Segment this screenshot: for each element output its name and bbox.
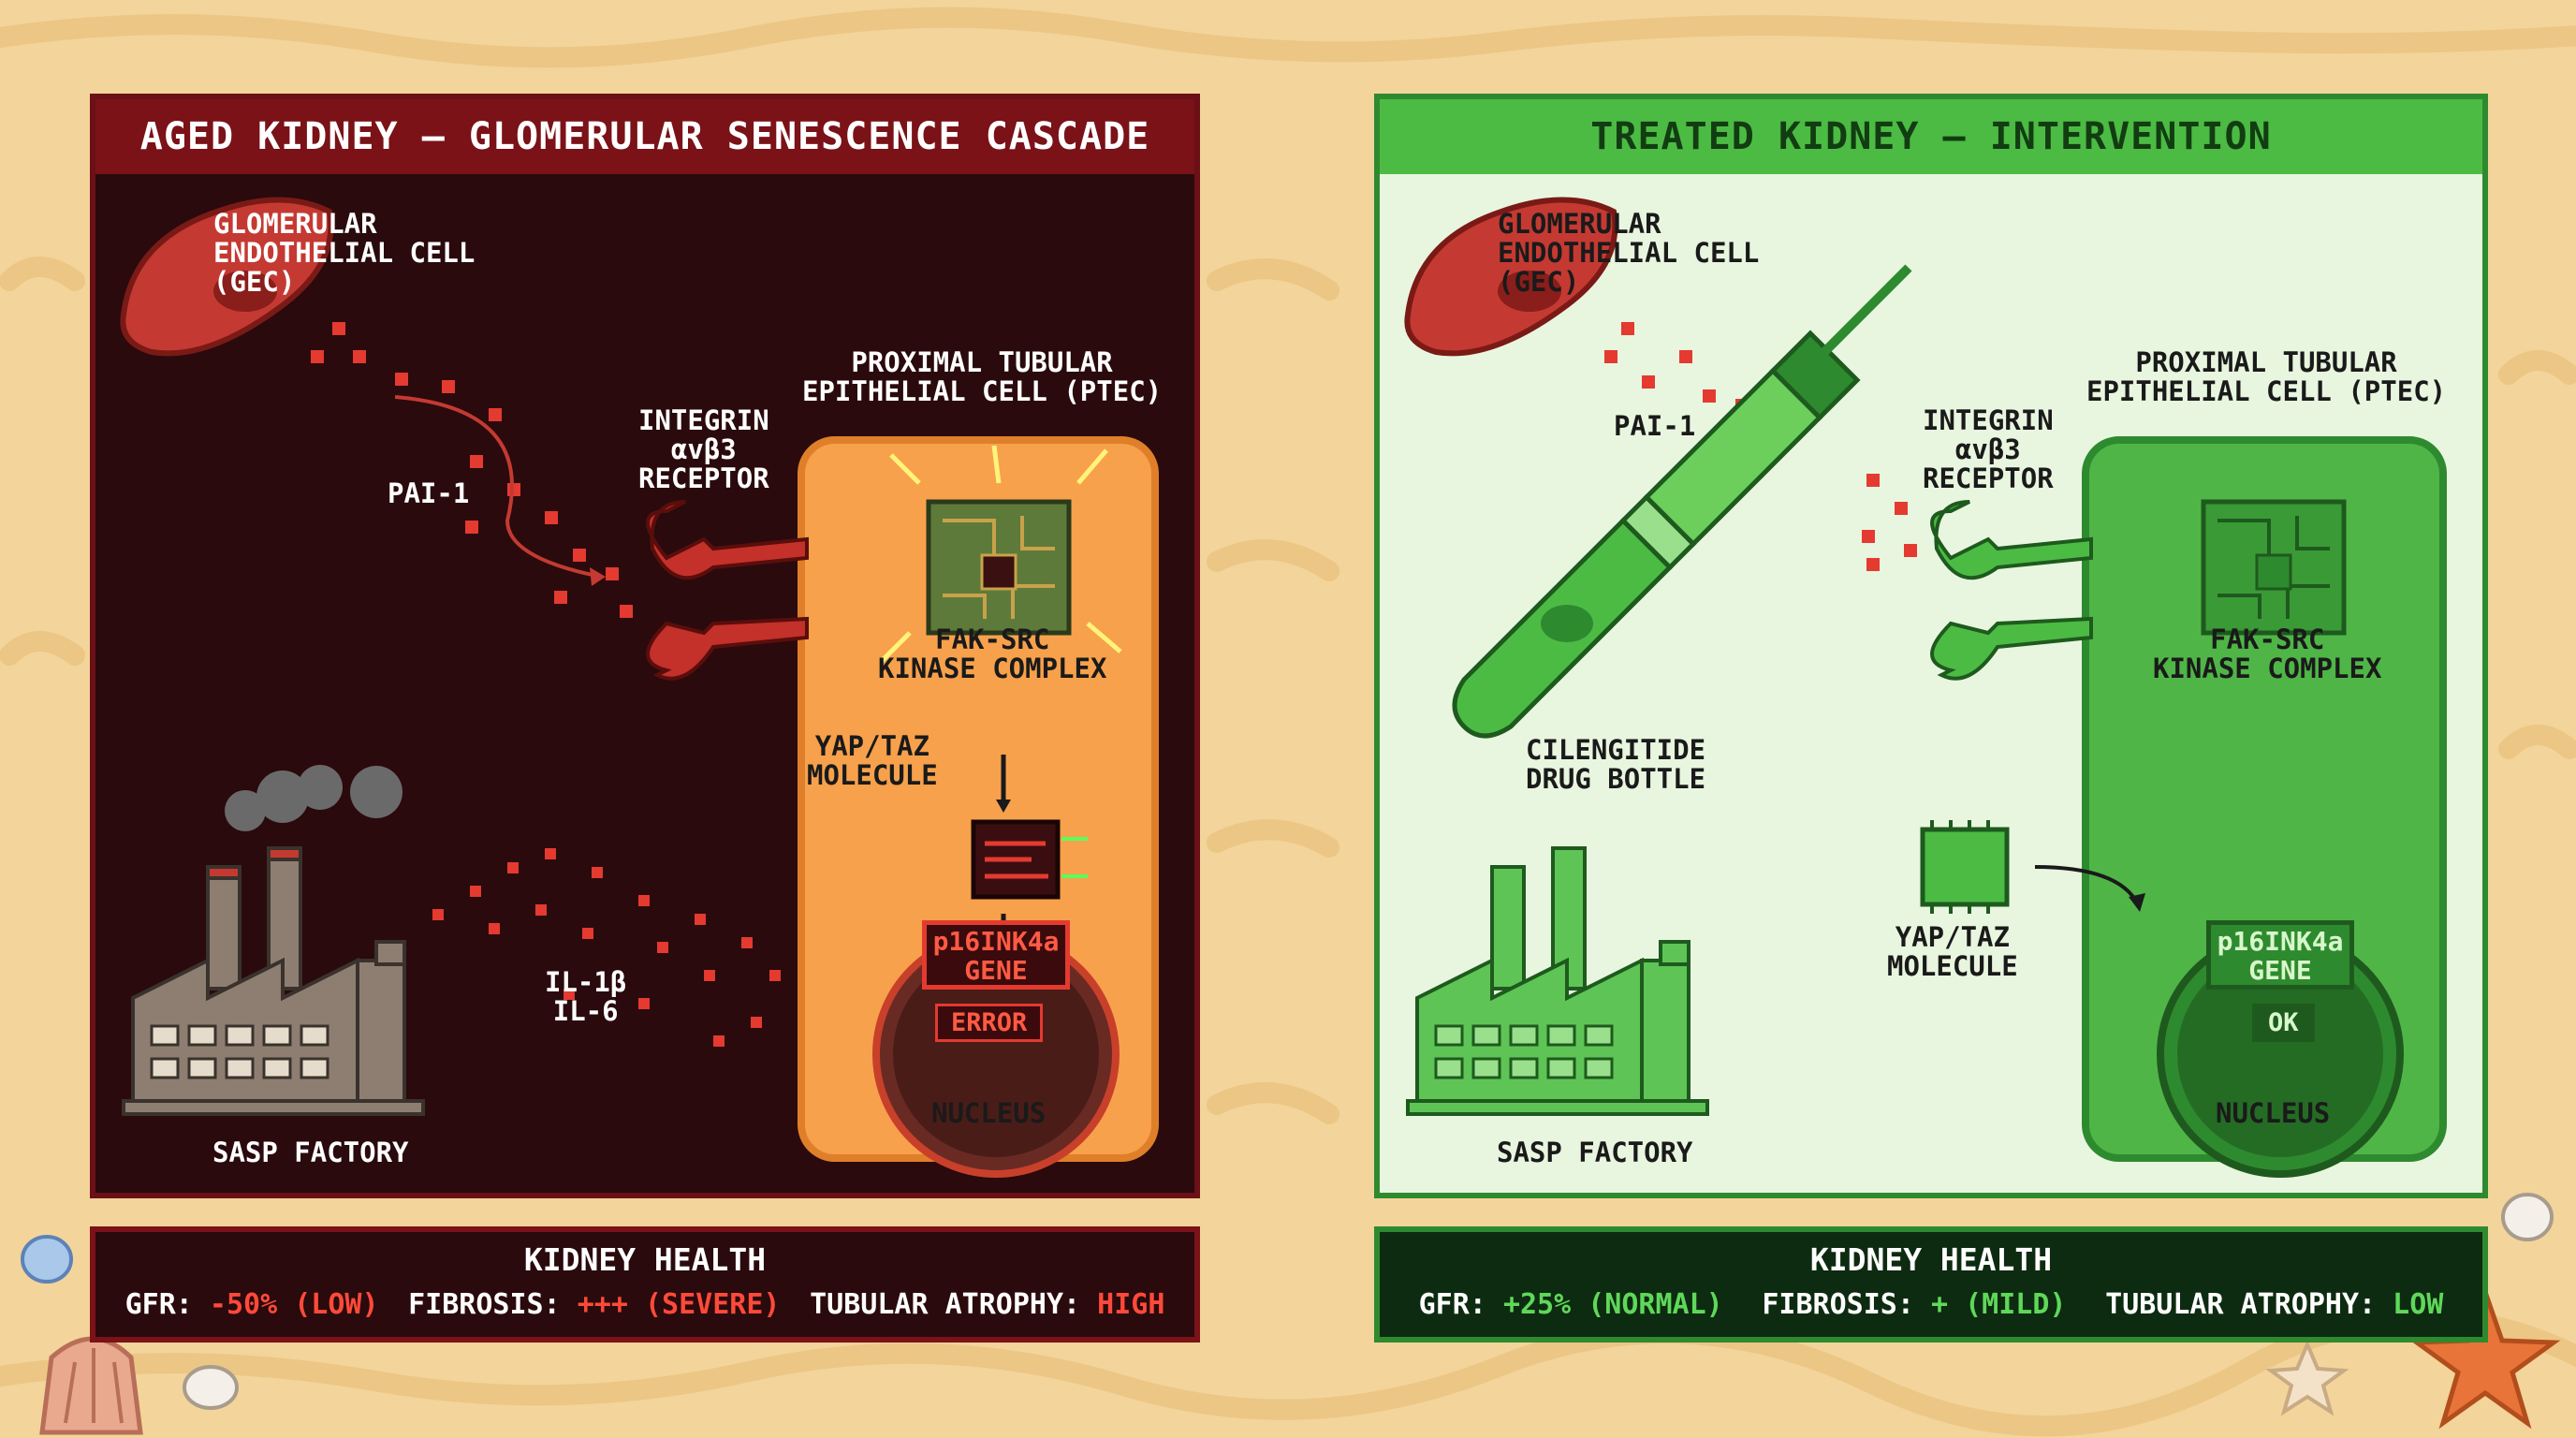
cytokine-particles [432,848,781,1047]
yap-taz-chip-icon [971,819,1088,900]
p16-gene-box: p16INK4a GENE [2206,920,2354,990]
treated-kidney-panel: TREATED KIDNEY – INTERVENTION [1374,94,2488,1198]
treated-kidney-health-bar: KIDNEY HEALTH GFR: +25% (NORMAL) FIBROSI… [1374,1226,2488,1343]
integrin-label: INTEGRIN αvβ3 RECEPTOR [638,404,769,494]
pai1-label: PAI-1 [1614,410,1696,442]
gec-label: GLOMERULAR ENDOTHELIAL CELL (GEC) [213,208,476,298]
nucleus-icon [872,931,1120,1178]
aged-diagram [120,197,1122,1178]
sasp-label: SASP FACTORY [1497,1137,1693,1168]
fak-src-chip-icon [2201,499,2347,636]
pai1-arrow [394,395,602,579]
panel-title: TREATED KIDNEY – INTERVENTION [1380,99,2482,174]
ptec-label: PROXIMAL TUBULAR EPITHELIAL CELL (PTEC) [2086,346,2447,407]
fak-label: FAK-SRC KINASE COMPLEX [2153,624,2382,684]
gene-error-badge: ERROR [935,1004,1044,1042]
treated-diagram [1404,197,2404,1178]
yap-label: YAP/TAZ MOLECULE [807,730,938,791]
pai1-label: PAI-1 [388,477,470,509]
health-title: KIDNEY HEALTH [1809,1241,2053,1278]
fibrosis-metric: FIBROSIS: + (MILD) [1762,1288,2067,1321]
gfr-metric: GFR: -50% (LOW) [124,1288,379,1321]
yap-taz-chip-icon [1920,820,2010,914]
signal-arrow [2034,865,2140,905]
atrophy-metric: TUBULAR ATROPHY: LOW [2105,1288,2444,1321]
gec-cell-icon [1404,197,1618,357]
seashell-icon [39,1336,143,1435]
integrin-receptor-icon [646,500,809,681]
ptec-label: PROXIMAL TUBULAR EPITHELIAL CELL (PTEC) [802,346,1163,407]
gene-ok-badge: OK [2252,1004,2315,1042]
gec-cell-icon [120,197,334,357]
integrin-receptor-icon [1930,500,2093,681]
gec-label: GLOMERULAR ENDOTHELIAL CELL (GEC) [1498,208,1760,298]
gfr-metric: GFR: +25% (NORMAL) [1418,1288,1723,1321]
fak-src-chip-icon [880,445,1122,663]
cilengitide-syringe-icon [1452,264,1912,739]
nucleus-label: NUCLEUS [2216,1097,2331,1129]
sasp-factory-icon [1406,846,1709,1116]
nucleus-label: NUCLEUS [931,1097,1046,1129]
pai1-particles [311,322,633,618]
yap-label: YAP/TAZ MOLECULE [1887,921,2018,982]
sasp-label: SASP FACTORY [212,1137,409,1168]
aged-kidney-health-bar: KIDNEY HEALTH GFR: -50% (LOW) FIBROSIS: … [90,1226,1200,1343]
atrophy-metric: TUBULAR ATROPHY: HIGH [810,1288,1165,1321]
health-title: KIDNEY HEALTH [523,1241,767,1278]
panel-title: AGED KIDNEY – GLOMERULAR SENESCENCE CASC… [95,99,1194,174]
drug-label: CILENGITIDE DRUG BOTTLE [1526,734,1706,795]
integrin-label: INTEGRIN αvβ3 RECEPTOR [1923,404,2054,494]
aged-kidney-panel: AGED KIDNEY – GLOMERULAR SENESCENCE CASC… [90,94,1200,1198]
pebble-icon [21,1193,2554,1410]
sasp-factory-icon [122,765,425,1116]
fak-label: FAK-SRC KINASE COMPLEX [878,624,1107,684]
cytokines-label: IL-1β IL-6 [545,966,627,1027]
nucleus-icon [2157,931,2404,1178]
p16-gene-box: p16INK4a GENE [922,920,1070,990]
fibrosis-metric: FIBROSIS: +++ (SEVERE) [408,1288,781,1321]
